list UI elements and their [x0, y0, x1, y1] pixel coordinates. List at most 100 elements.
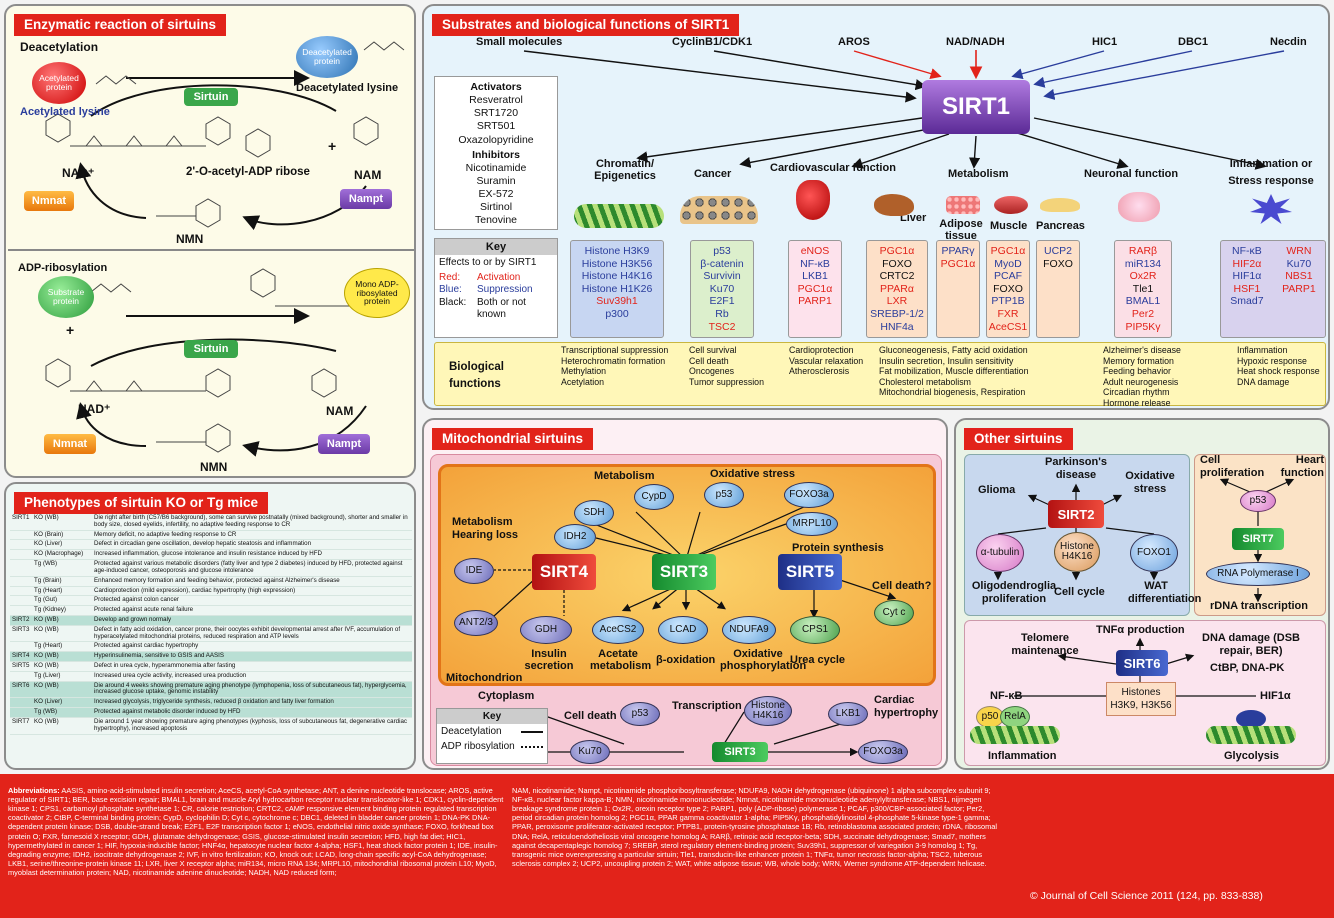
nampt-badge-2: Nampt: [318, 434, 370, 454]
panel-title: Substrates and biological functions of S…: [432, 14, 740, 36]
target: HNF4a: [880, 320, 914, 333]
model-cell: KO (Liver): [34, 540, 63, 548]
model-cell: Tg (Gut): [34, 596, 58, 604]
sirtuin-cell: SIRT6: [12, 681, 30, 689]
key-blue-value: Suppression: [477, 284, 533, 295]
model-cell: KO (WB): [34, 717, 59, 725]
panel-title: Other sirtuins: [964, 428, 1073, 450]
target: PARP1: [1282, 282, 1316, 295]
cyto-ku70-oval: Ku70: [570, 740, 610, 764]
bio-item: Circadian rhythm: [1103, 387, 1170, 398]
outcome-oxphos: Oxidative phosphorylation: [720, 648, 807, 672]
target: Tle1: [1132, 282, 1154, 295]
key-black: Black:: [439, 296, 467, 308]
target: Suv39h1: [596, 295, 638, 308]
neuronal-targets: RARβ miR134 Ox2R Tle1 BMAL1 Per2 PIP5Kγ: [1114, 240, 1172, 338]
model-cell: Tg (Kidney): [34, 606, 66, 614]
target: HSF1: [1233, 282, 1261, 295]
hif-blob-icon: [1236, 710, 1266, 728]
sirtuin-cell: SIRT2: [12, 615, 30, 623]
target: SREBP-1/2: [870, 307, 924, 320]
target: PPARα: [880, 282, 914, 295]
target: Ku70: [709, 282, 735, 295]
key-adp-ribosylation: ADP ribosylation: [441, 741, 515, 752]
target: HIF2α: [1232, 257, 1262, 270]
bio-item: Vascular relaxation: [789, 355, 864, 366]
inflammation-label: Inflammation: [988, 750, 1057, 762]
sirtuin-cell: [12, 551, 34, 558]
phenotype-cell: Protected against colon cancer: [94, 596, 179, 604]
target: p300: [605, 307, 629, 320]
bio-item: Hormone release: [1103, 397, 1171, 408]
sirtuin-cell: SIRT4: [12, 652, 30, 660]
target: NF-κB: [800, 257, 830, 270]
rela-oval: RelA: [1000, 706, 1030, 728]
bio-col-metabolism: Gluconeogenesis, Fatty acid oxidation In…: [879, 345, 1028, 398]
sirt7-box: SIRT7: [1232, 528, 1284, 550]
sirtuin-cell: [12, 561, 34, 575]
bio-item: Heterochromatin formation: [561, 355, 666, 366]
histones-text: Histones H3K9, H3K56: [1110, 687, 1172, 711]
organ-muscle: Muscle: [990, 220, 1028, 232]
phenotype-row: KO (Liver)Defect in circadian gene oscil…: [10, 540, 412, 551]
activators-title: Activators: [470, 81, 522, 93]
sirt1-key: Key Effects to or by SIRT1 Red:Activatio…: [434, 238, 558, 338]
bio-item: Alzheimer's disease: [1103, 345, 1181, 355]
glioma-label: Glioma: [978, 484, 1016, 496]
chromatin-targets: Histone H3K9 Histone H3K56 Histone H4K16…: [570, 240, 664, 338]
target: PIP5Kγ: [1125, 320, 1161, 333]
target: PGC1α: [879, 245, 915, 257]
cat-chromatin: Chromatin/ Epigenetics: [594, 158, 656, 182]
inhibitors-title: Inhibitors: [472, 148, 520, 161]
panel-title: Phenotypes of sirtuin KO or Tg mice: [14, 492, 269, 514]
target: LXR: [886, 295, 908, 308]
mitochondrion-label: Mitochondrion: [446, 672, 523, 684]
bio-item: Hypoxic response: [1237, 355, 1307, 366]
target: PGC1α: [940, 257, 976, 270]
target: NF-κB: [1232, 245, 1262, 257]
phenotype-row: Tg (WB)Protected against metabolic disor…: [10, 708, 412, 718]
phenotype-row: Tg (WB)Protected against various metabol…: [10, 560, 412, 577]
key-effects: Effects to or by SIRT1: [439, 257, 537, 268]
mito-key: Key Deacetylation ADP ribosylation: [436, 708, 548, 764]
abbreviations-footer: Abbreviations: AASIS, amino-acid-stimula…: [0, 774, 1334, 918]
target: PGC1α: [990, 245, 1026, 257]
dna-left-icon: [970, 726, 1060, 744]
sirtuin-cell: SIRT7: [12, 717, 30, 725]
phenotype-row: Tg (Gut) Protected against colon cancer: [10, 596, 412, 607]
phenotype-cell: Develop and grown normaly: [94, 615, 172, 623]
organ-pancreas: Pancreas: [1036, 220, 1085, 232]
acetylated-protein: Acetylated protein: [32, 62, 86, 104]
deacetylation-label: Deacetylation: [20, 40, 99, 54]
sirtuin-cell: [12, 578, 34, 585]
input-necdin: Necdin: [1270, 36, 1307, 48]
bio-item: Heat shock response: [1237, 366, 1320, 377]
model-cell: KO (WB): [34, 681, 59, 689]
idh2-oval: IDH2: [554, 524, 596, 550]
glycolysis-label: Glycolysis: [1224, 750, 1280, 762]
bio-item: Mitochondrial biogenesis, Respiration: [879, 387, 1026, 398]
phenotype-cell: Increased urea cycle activity, increased…: [94, 671, 247, 679]
phenotype-row: Tg (Brain)Enhanced memory formation and …: [10, 576, 412, 587]
deacetylated-lysine-label: Deacetylated lysine: [296, 82, 399, 94]
telomere-label: Telomere maintenance: [1011, 632, 1079, 658]
target: UCP2: [1043, 245, 1072, 257]
target: PPARγ: [941, 245, 975, 257]
s7-p53-oval: p53: [1240, 490, 1276, 512]
bio-item: Cell survival: [689, 345, 737, 355]
target: BMAL1: [1125, 295, 1161, 308]
p53-oval: p53: [704, 482, 744, 508]
outcome-urea: Urea cycle: [790, 654, 846, 666]
bio-item: Feeding behavior: [1103, 366, 1171, 377]
ant-oval: ANT2/3: [454, 610, 498, 636]
panel-title: Mitochondrial sirtuins: [432, 428, 594, 450]
protein-synthesis-label: Protein synthesis: [792, 542, 884, 554]
solid-line-icon: [521, 730, 543, 733]
outcome-beta-ox: β-oxidation: [656, 654, 716, 666]
target: miR134: [1124, 257, 1162, 270]
substrate-protein: Substrate protein: [38, 276, 94, 318]
